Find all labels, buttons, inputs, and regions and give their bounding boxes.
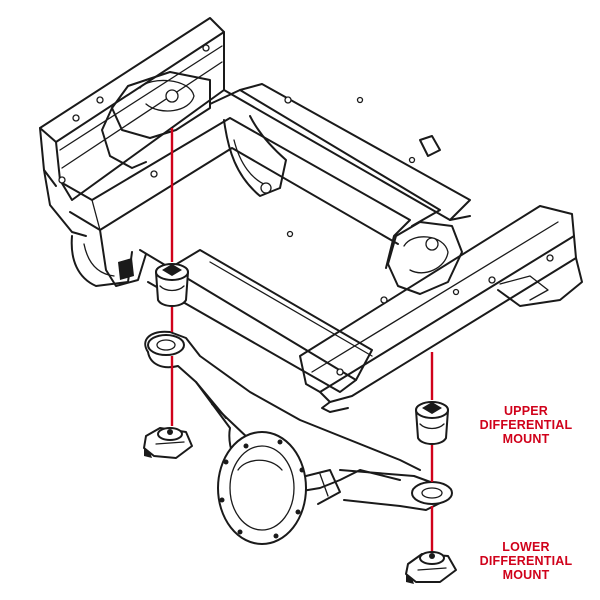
upper-differential-mount-left	[155, 263, 189, 307]
upper-label-line-1: UPPER	[503, 404, 549, 418]
lower-differential-mount-right	[405, 551, 457, 584]
rear-subframe	[39, 17, 583, 413]
upper-mount-bracket-left	[111, 71, 211, 139]
lower-label-line-1: LOWER	[502, 540, 550, 554]
upper-label-line-2: DIFFERENTIAL	[479, 418, 573, 432]
left-rail	[39, 17, 225, 143]
lower-differential-mount-left	[143, 427, 193, 459]
front-crossbeam	[63, 117, 411, 269]
upper-label-line-3: MOUNT	[502, 432, 550, 446]
lower-differential-mount-label: LOWER DIFFERENTIAL MOUNT	[462, 540, 590, 582]
upper-differential-mount-right	[415, 401, 449, 445]
differential-housing	[144, 330, 453, 545]
rear-crossbeam	[209, 89, 441, 227]
upper-mount-bracket-right	[387, 221, 463, 295]
upper-differential-mount-label: UPPER DIFFERENTIAL MOUNT	[462, 404, 590, 446]
lower-label-line-3: MOUNT	[502, 568, 550, 582]
lower-label-line-2: DIFFERENTIAL	[479, 554, 573, 568]
mount-alignment-lines	[170, 128, 434, 556]
